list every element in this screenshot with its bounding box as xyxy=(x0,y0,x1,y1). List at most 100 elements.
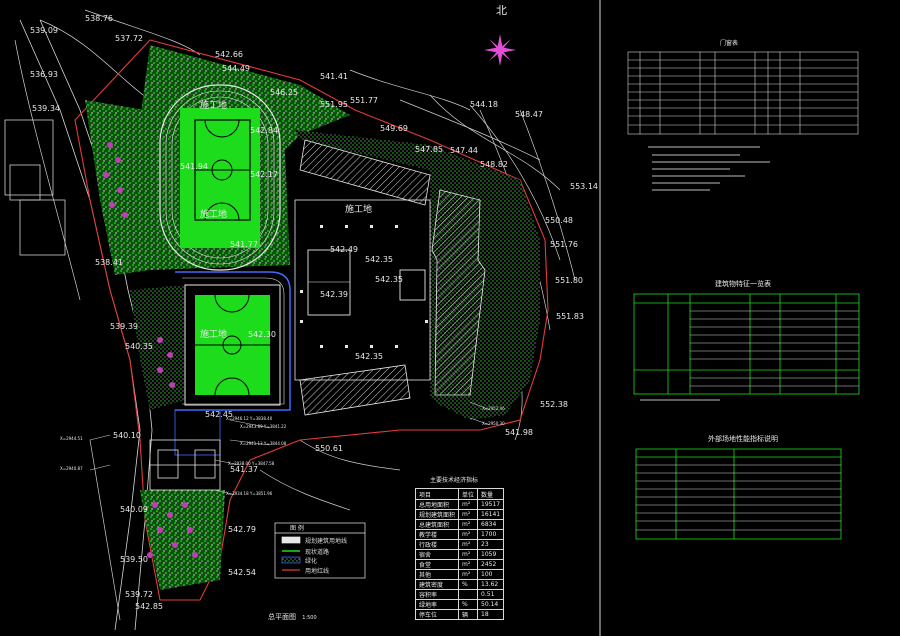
elevation-label: 551.83 xyxy=(556,312,584,321)
table-cell-unit: m² xyxy=(458,519,479,530)
site-label: 施工地 xyxy=(200,330,228,340)
table-cell-value: 1059 xyxy=(477,549,505,560)
elevation-label: 551.76 xyxy=(550,240,578,249)
table-cell-unit: m² xyxy=(458,529,479,540)
building-table-frame xyxy=(633,293,860,395)
table-cell-name: 建筑密度 xyxy=(414,579,460,590)
legend-box xyxy=(274,522,366,579)
elevation-label: 550.61 xyxy=(315,444,343,453)
table-cell-value: 100 xyxy=(477,569,505,580)
elevation-label: 541.37 xyxy=(230,465,258,474)
table-cell-value: 2452 xyxy=(477,559,505,570)
legend-item: 规划建筑用地线 xyxy=(305,538,348,545)
elevation-label: 542.35 xyxy=(355,352,383,361)
table-cell-value: 6834 xyxy=(477,519,505,530)
site-label: 施工地 xyxy=(200,210,228,220)
plan-scale: 1:500 xyxy=(302,615,317,621)
elevation-label: 540.35 xyxy=(125,342,153,351)
elevation-label: 551.95 xyxy=(320,100,348,109)
table-cell-unit: 辆 xyxy=(458,609,479,620)
elevation-label: 541.98 xyxy=(505,428,533,437)
elevation-label: 539.50 xyxy=(120,555,148,564)
table-cell-name: 绿地率 xyxy=(414,599,460,610)
table-row: 绿地率%50.14 xyxy=(414,599,505,610)
notes-lines xyxy=(640,146,770,401)
table-header-cell: 项目 xyxy=(414,488,460,500)
green-area-mid-left xyxy=(130,285,185,410)
service-road xyxy=(175,271,291,411)
svg-text:X=2934.18 Y=3851.96: X=2934.18 Y=3851.96 xyxy=(226,491,273,496)
elevation-label: 548.47 xyxy=(515,110,543,119)
svg-text:X=2938.00 Y=3847.58: X=2938.00 Y=3847.58 xyxy=(228,461,275,466)
running-track xyxy=(159,84,281,271)
legend-item: 用地红线 xyxy=(305,568,330,575)
table-header-cell: 单位 xyxy=(458,488,479,500)
elevation-label: 542.35 xyxy=(375,275,403,284)
table-cell-unit: m² xyxy=(458,539,479,550)
school-buildings xyxy=(294,139,486,416)
elevation-label: 549.69 xyxy=(380,124,408,133)
elevation-label: 542.35 xyxy=(365,255,393,264)
table-cell-value: 16141 xyxy=(477,509,505,520)
elevation-label: 548.82 xyxy=(480,160,508,169)
table-row: 建筑密度%13.62 xyxy=(414,579,505,590)
elevation-label: 537.72 xyxy=(115,34,143,43)
table-cell-name: 总用地面积 xyxy=(414,499,460,510)
svg-text:X=2952.46: X=2952.46 xyxy=(482,406,505,411)
contour-lines xyxy=(14,9,576,621)
elevation-label: 539.34 xyxy=(32,104,60,113)
table-cell-name: 容积率 xyxy=(414,589,460,600)
site-boundary xyxy=(74,39,549,601)
elevation-label: 541.41 xyxy=(320,72,348,81)
elevation-label: 540.09 xyxy=(120,505,148,514)
elevation-label: 546.25 xyxy=(270,88,298,97)
site-table-title: 外部场地性能指标说明 xyxy=(708,435,778,443)
table-cell-unit: m² xyxy=(458,509,479,520)
elevation-label: 539.09 xyxy=(30,26,58,35)
table-cell-unit: m² xyxy=(458,499,479,510)
table-cell-value: 50.14 xyxy=(477,599,505,610)
elevation-label: 551.80 xyxy=(555,276,583,285)
elevation-label: 547.44 xyxy=(450,146,478,155)
table-cell-unit: % xyxy=(458,579,479,590)
svg-text:X=2941.13 Y=3844.08: X=2941.13 Y=3844.08 xyxy=(240,441,287,446)
building-table-rows xyxy=(690,310,859,387)
table-cell-name: 教学楼 xyxy=(414,529,460,540)
elevation-label: 551.77 xyxy=(350,96,378,105)
table-cell-unit: m² xyxy=(458,549,479,560)
elevation-label: 544.18 xyxy=(470,100,498,109)
site-table-frame xyxy=(635,448,842,540)
table-cell-unit xyxy=(458,589,479,600)
elevation-label: 542.39 xyxy=(320,290,348,299)
elevation-label: 536.93 xyxy=(30,70,58,79)
elevation-label: 542.45 xyxy=(205,410,233,419)
table-cell-value: 13.62 xyxy=(477,579,505,590)
elevation-label: 539.72 xyxy=(125,590,153,599)
green-area-left xyxy=(85,100,150,275)
plan-title: 总平面图 1:500 xyxy=(268,612,317,623)
legend-item: 绿化 xyxy=(305,558,318,565)
svg-text:X=2940.87: X=2940.87 xyxy=(60,466,83,471)
table-header-row: 项目单位数量 xyxy=(414,488,505,500)
elevation-label: 542.30 xyxy=(248,330,276,339)
building-table-title: 建筑物特征一览表 xyxy=(715,280,771,288)
table-cell-unit: m² xyxy=(458,569,479,580)
north-arrow-icon xyxy=(484,34,516,66)
elevation-label: 550.48 xyxy=(545,216,573,225)
elevation-label: 544.49 xyxy=(222,64,250,73)
north-label: 北 xyxy=(496,4,507,17)
elevation-label: 547.85 xyxy=(415,145,443,154)
site-label: 施工地 xyxy=(200,101,228,111)
table-cell-unit: m² xyxy=(458,559,479,570)
door-table-title: 门窗表 xyxy=(720,40,739,47)
elevation-label: 538.76 xyxy=(85,14,113,23)
